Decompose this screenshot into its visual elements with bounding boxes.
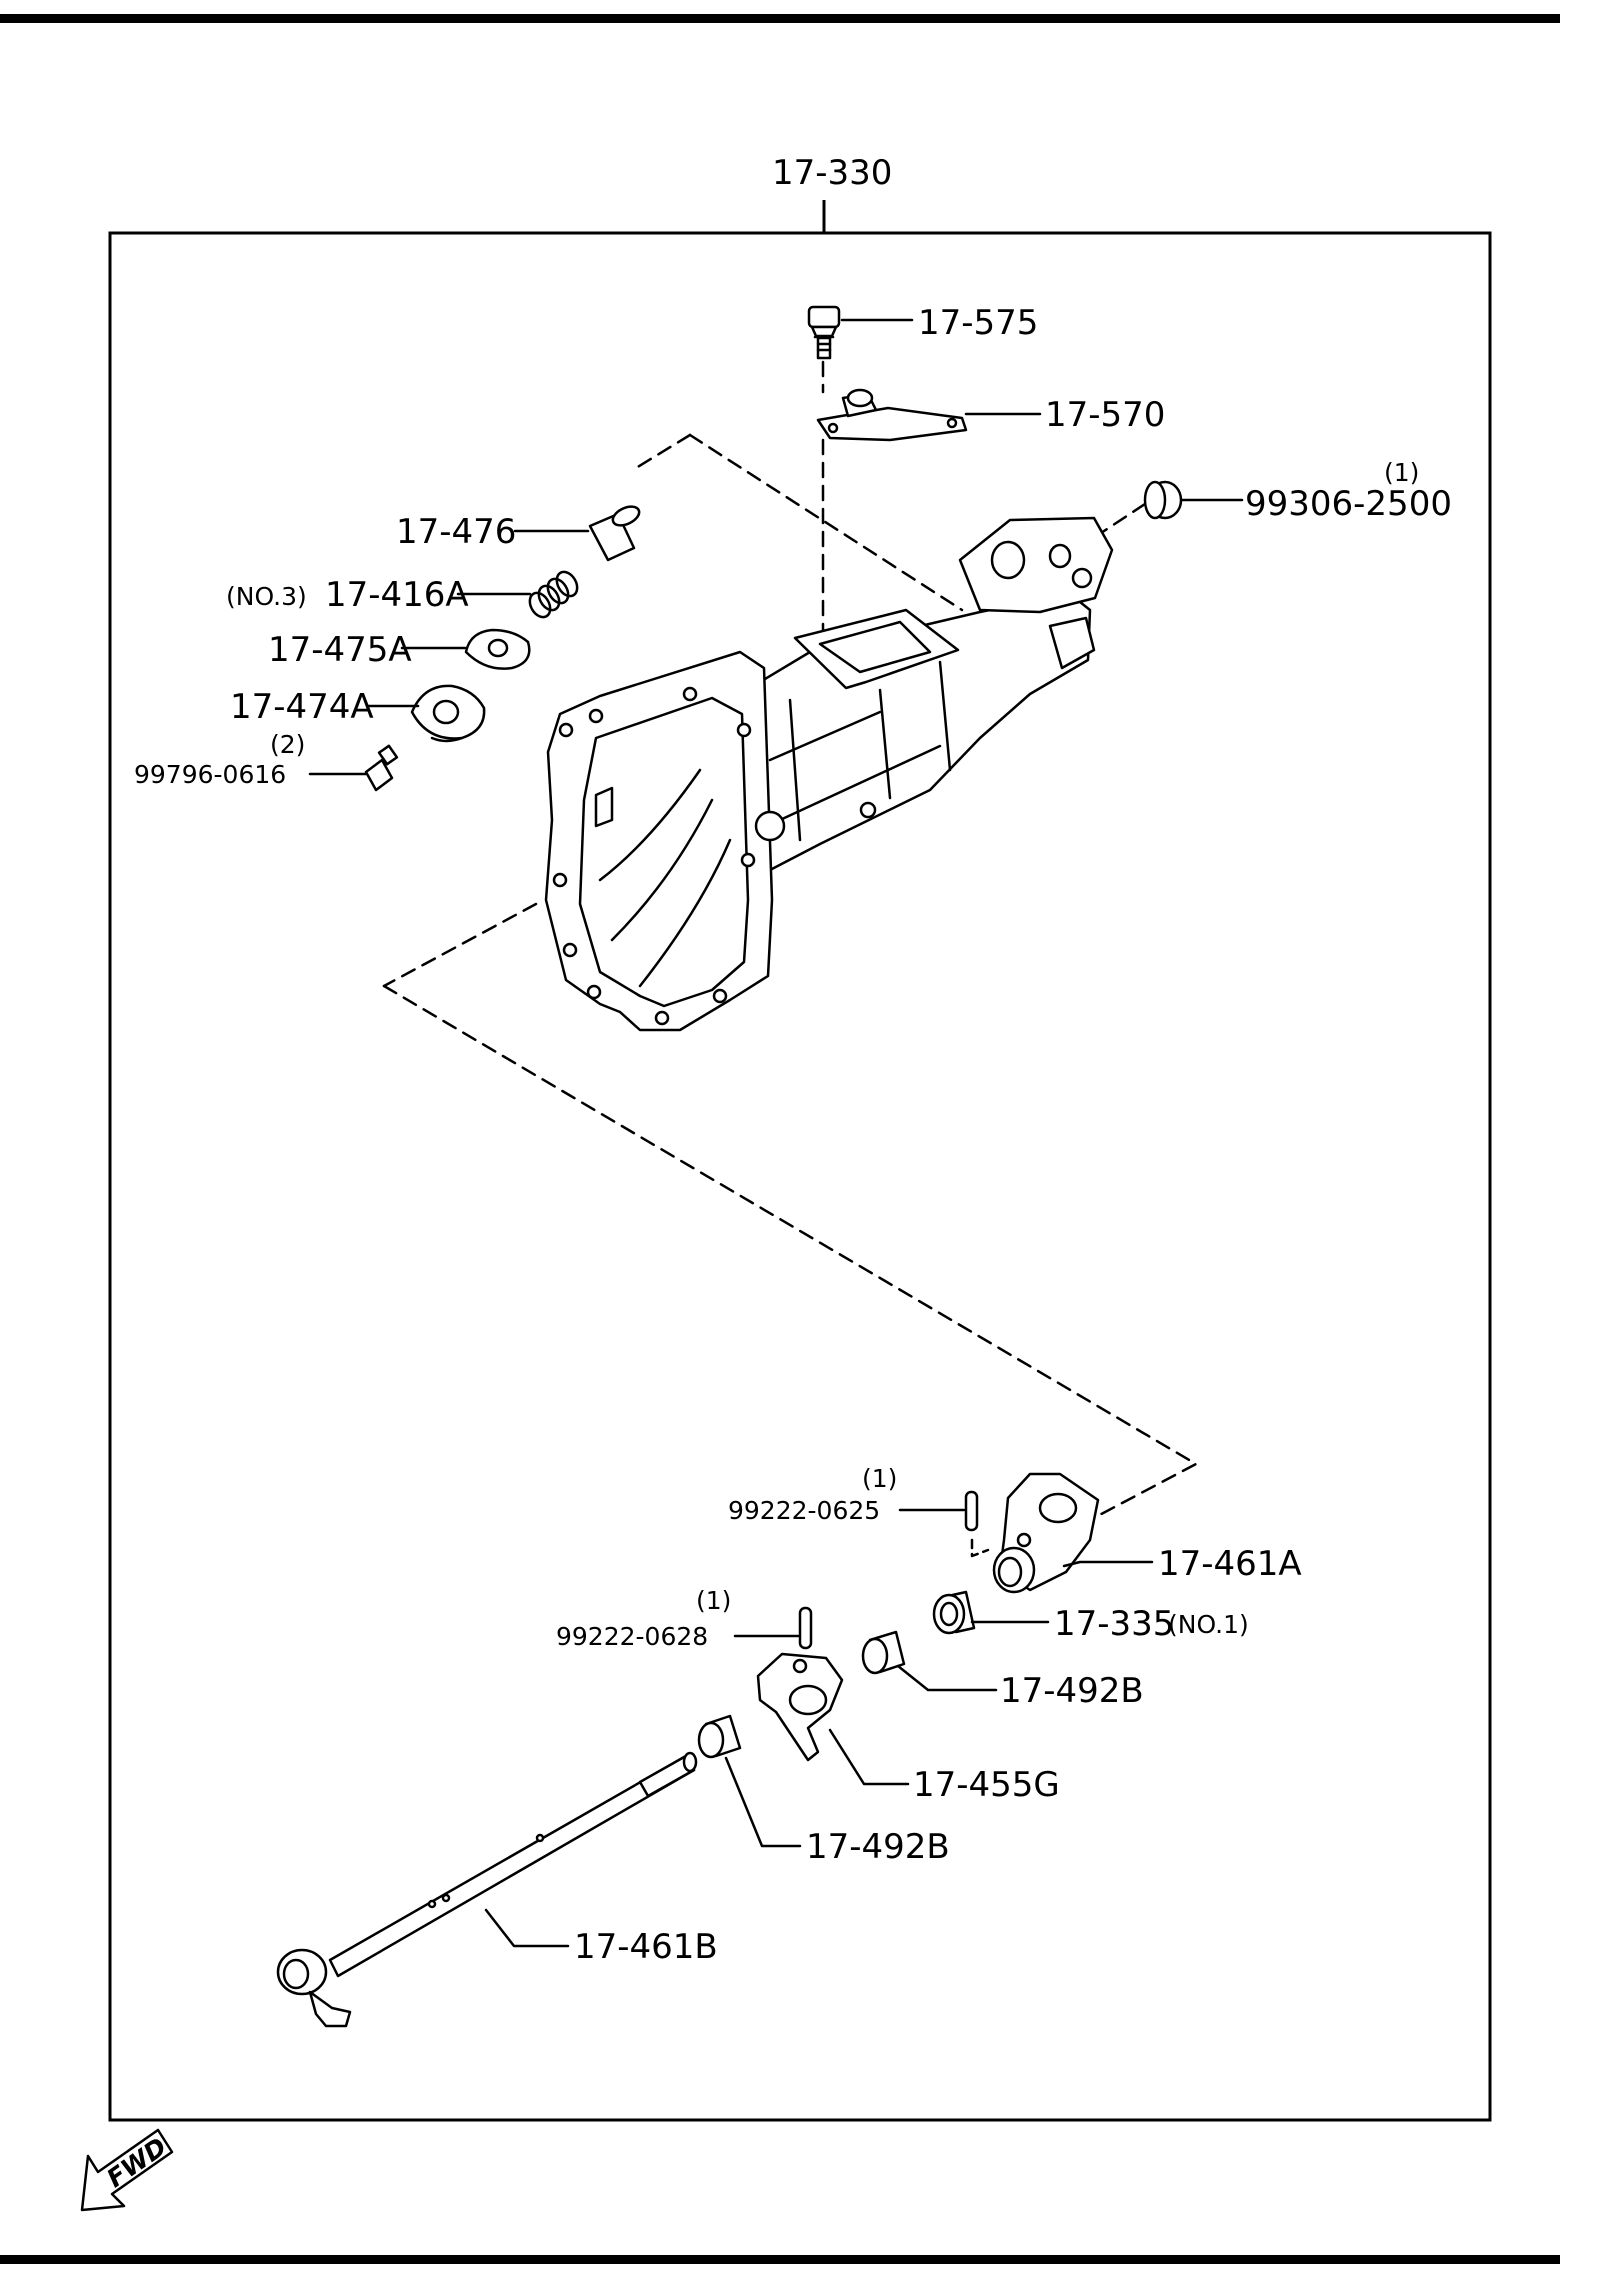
leader-17-492b-upper bbox=[896, 1664, 998, 1692]
label-17-474a: 17-474A bbox=[230, 687, 374, 727]
cover-17-474a-icon bbox=[410, 684, 486, 743]
qty-99222-0625: (1) bbox=[862, 1464, 898, 1493]
assembly-frame bbox=[108, 231, 1492, 2122]
shift-arm-17-461a-icon bbox=[992, 1472, 1100, 1594]
label-99222-0628: 99222-0628 bbox=[556, 1622, 709, 1651]
label-99306-2500: 99306-2500 bbox=[1245, 484, 1452, 524]
shift-rod-17-461b-icon bbox=[276, 1751, 698, 2028]
label-99222-0625: 99222-0625 bbox=[728, 1496, 881, 1525]
leader-17-492b-lower bbox=[724, 1756, 802, 1848]
label-17-455g: 17-455G bbox=[913, 1765, 1060, 1805]
qty-99222-0628: (1) bbox=[696, 1586, 732, 1615]
label-17-492b-lower: 17-492B bbox=[806, 1827, 950, 1867]
leader-17-461b bbox=[484, 1908, 570, 1948]
reference-dashed-lines bbox=[382, 360, 1198, 1522]
note-17-416a: (NO.3) bbox=[226, 582, 307, 611]
shift-lever-17-455g-icon bbox=[756, 1652, 844, 1762]
note-17-335: (NO.1) bbox=[1168, 1610, 1249, 1639]
label-17-416a: 17-416A bbox=[325, 575, 469, 615]
label-17-461a: 17-461A bbox=[1158, 1544, 1302, 1584]
plate-17-570-icon bbox=[816, 388, 968, 442]
bushing-17-492b-lower-icon bbox=[697, 1714, 742, 1759]
bolt-17-575-icon bbox=[807, 305, 841, 360]
pin-99222-0628-icon bbox=[798, 1606, 813, 1650]
pin-guide-dashed bbox=[970, 1538, 990, 1558]
label-17-570: 17-570 bbox=[1045, 395, 1166, 435]
top-rule bbox=[0, 14, 1560, 23]
label-17-492b-upper: 17-492B bbox=[1000, 1671, 1144, 1711]
leader-17-455g bbox=[828, 1728, 910, 1786]
pin-99222-0625-icon bbox=[964, 1490, 979, 1532]
label-17-335: 17-335 bbox=[1054, 1604, 1175, 1644]
leader-17-461a bbox=[1062, 1560, 1154, 1568]
fwd-arrow-icon bbox=[80, 2128, 174, 2212]
switch-99796-0616-icon bbox=[364, 744, 399, 792]
label-17-475a: 17-475A bbox=[268, 630, 412, 670]
label-17-476: 17-476 bbox=[396, 512, 517, 552]
assembly-number-label: 17-330 bbox=[772, 153, 893, 193]
bushing-17-335-icon bbox=[932, 1590, 976, 1635]
qty-99306-2500: (1) bbox=[1384, 458, 1420, 487]
transmission-case-icon bbox=[544, 516, 1114, 1032]
qty-99796-0616: (2) bbox=[270, 730, 306, 759]
spring-17-416a-icon bbox=[528, 570, 579, 619]
gasket-17-475a-icon bbox=[464, 628, 531, 670]
plunger-17-476-icon bbox=[588, 505, 641, 562]
bottom-rule bbox=[0, 2255, 1560, 2264]
label-99796-0616: 99796-0616 bbox=[134, 760, 287, 789]
label-17-461b: 17-461B bbox=[574, 1927, 718, 1967]
plug-99306-2500-icon bbox=[1143, 480, 1183, 520]
bushing-17-492b-upper-icon bbox=[861, 1630, 906, 1675]
label-17-575: 17-575 bbox=[918, 303, 1039, 343]
